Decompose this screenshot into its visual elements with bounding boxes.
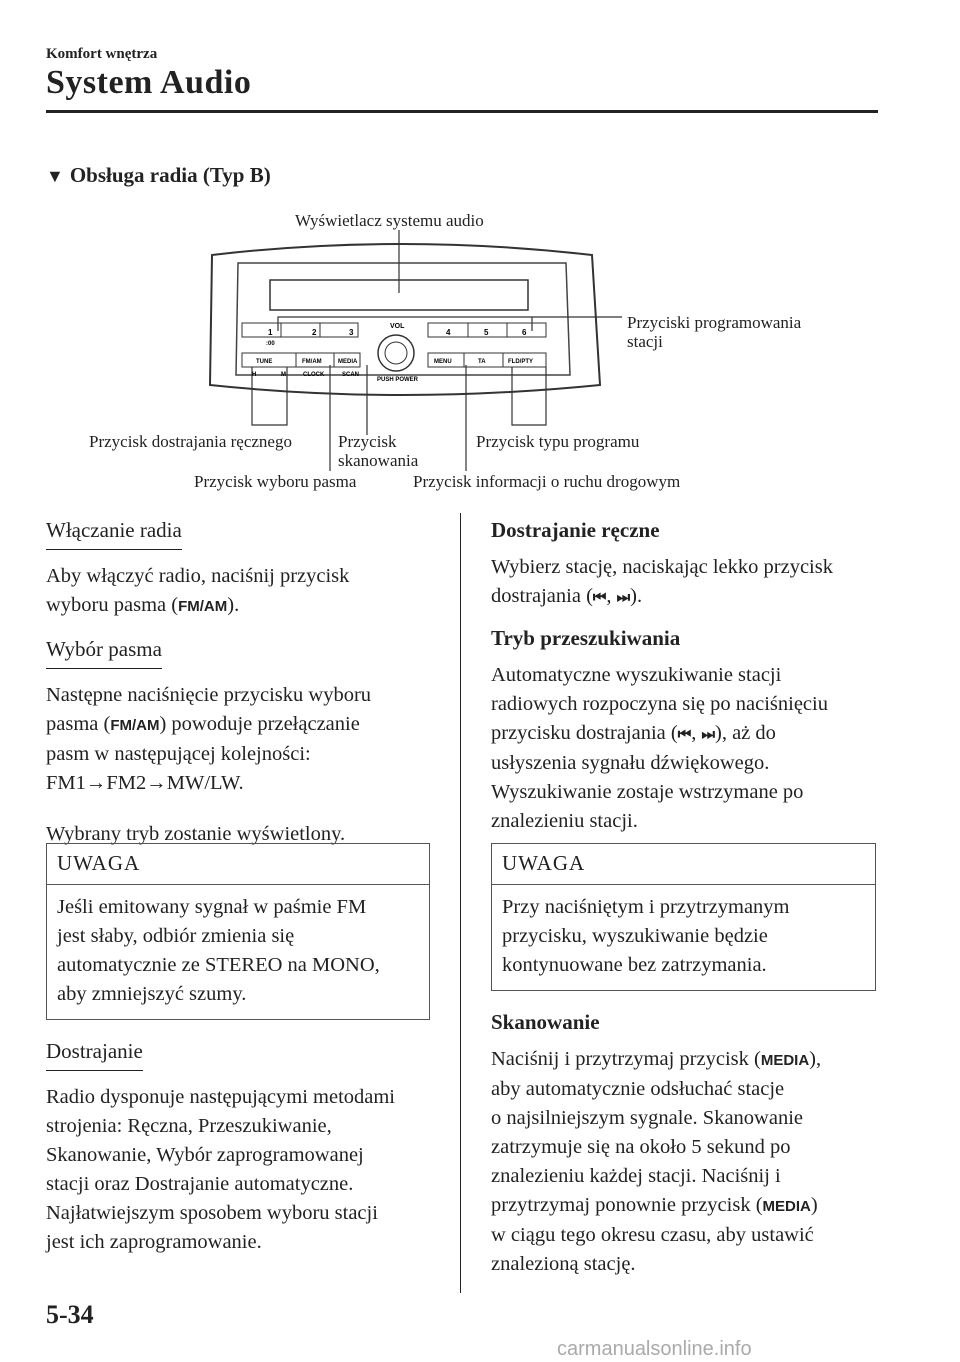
header-rule [46, 110, 878, 113]
scan-label: SCAN [342, 372, 359, 378]
vol-label: VOL [390, 323, 405, 330]
preset-1: 1 [268, 328, 273, 337]
media-button-icon: MEDIA [762, 1198, 811, 1215]
seek-back-icon: ⏮ [677, 726, 692, 743]
preset-5: 5 [484, 328, 489, 337]
panel-inner [235, 262, 571, 376]
left-column: Włączanie radia Aby włączyć radio, naciś… [46, 516, 431, 849]
heading-band-select: Wybór pasma [46, 635, 162, 669]
volume-knob [377, 334, 415, 372]
paragraph-scan: Naciśnij i przytrzymaj przycisk (MEDIA),… [491, 1048, 822, 1275]
media-button-icon: MEDIA [760, 1052, 810, 1069]
paragraph-mode-shown: Wybrany tryb zostanie wyświetlony. [46, 823, 346, 845]
section-title-text: Obsługa radia (Typ B) [69, 163, 271, 187]
page-title: System Audio [46, 64, 252, 101]
radio-panel-diagram: 1 2 3 4 5 6 :00 VOL PUSH POWER TUNE FM/A… [208, 230, 622, 471]
right-column: Dostrajanie ręczne Wybierz stację, nacis… [491, 516, 876, 836]
paragraph-tuning: Radio dysponuje następującymi metodami s… [46, 1086, 396, 1253]
chapter-label: Komfort wnętrza [46, 46, 158, 62]
paragraph-seek-mode: Automatyczne wyszukiwanie stacji radiowy… [491, 664, 828, 832]
leader-lines [251, 230, 622, 471]
heading-seek-mode: Tryb przeszukiwania [491, 626, 681, 650]
preset-3: 3 [349, 328, 354, 337]
section-title: ▼Obsługa radia (Typ B) [46, 163, 271, 188]
paragraph-manual-tuning: Wybierz stację, naciskając lekko przycis… [491, 556, 833, 607]
h-label: H [252, 372, 256, 378]
note-box-left: UWAGA Jeśli emitowany sygnał w paśmie FM… [46, 843, 430, 1020]
fmam-button: FM/AM [302, 359, 322, 365]
seek-back-icon: ⏮ [592, 589, 607, 606]
tune-button: TUNE [256, 359, 272, 365]
seek-forward-icon: ⏭ [701, 726, 715, 743]
label-pty: Przycisk typu programu [476, 432, 640, 451]
note-heading: UWAGA [47, 844, 429, 885]
fmam-button-icon: FM/AM [110, 717, 160, 734]
column-divider [460, 513, 461, 1293]
heading-radio-on: Włączanie radia [46, 516, 182, 550]
ta-button: TA [478, 359, 486, 365]
paragraph-band-select: Następne naciśnięcie przycisku wyboru pa… [46, 684, 372, 794]
fmam-button-icon: FM/AM [178, 598, 228, 615]
fldpty-button: FLD/PTY [508, 359, 533, 365]
media-button: MEDIA [338, 359, 358, 365]
preset-4: 4 [446, 328, 451, 337]
label-display: Wyświetlacz systemu audio [295, 211, 484, 230]
heading-tuning: Dostrajanie [46, 1037, 143, 1071]
watermark: carmanualsonline.info [557, 1338, 752, 1360]
note-heading: UWAGA [492, 844, 875, 885]
label-scan: Przycisk skanowania [338, 432, 419, 470]
push-power-label: PUSH POWER [377, 377, 419, 383]
label-zero: :00 [266, 341, 275, 347]
label-traffic: Przycisk informacji o ruchu drogowym [413, 472, 681, 491]
note-box-right: UWAGA Przy naciśniętym i przytrzymanym p… [491, 843, 876, 991]
note-body: Przy naciśniętym i przytrzymanym przycis… [502, 896, 790, 976]
heading-manual-tuning: Dostrajanie ręczne [491, 518, 660, 542]
preset-2: 2 [312, 328, 317, 337]
clock-label: CLOCK [303, 372, 325, 378]
seek-forward-icon: ⏭ [616, 589, 631, 606]
menu-button: MENU [434, 359, 452, 365]
panel-outer [208, 243, 602, 396]
left-column-lower: Dostrajanie Radio dysponuje następującym… [46, 1037, 431, 1257]
triangle-bullet-icon: ▼ [46, 166, 64, 186]
page-number: 5-34 [46, 1300, 94, 1329]
note-body: Jeśli emitowany sygnał w paśmie FM jest … [57, 896, 380, 1005]
label-manual-tune: Przycisk dostrajania ręcznego [89, 432, 292, 451]
label-preset: Przyciski programowania stacji [627, 313, 802, 351]
preset-6: 6 [522, 328, 527, 337]
right-column-lower: Skanowanie Naciśnij i przytrzymaj przyci… [491, 1008, 876, 1279]
paragraph-radio-on: Aby włączyć radio, naciśnij przycisk wyb… [46, 565, 350, 616]
m-label: M [281, 372, 286, 378]
heading-scan: Skanowanie [491, 1010, 600, 1034]
label-band: Przycisk wyboru pasma [194, 472, 357, 491]
